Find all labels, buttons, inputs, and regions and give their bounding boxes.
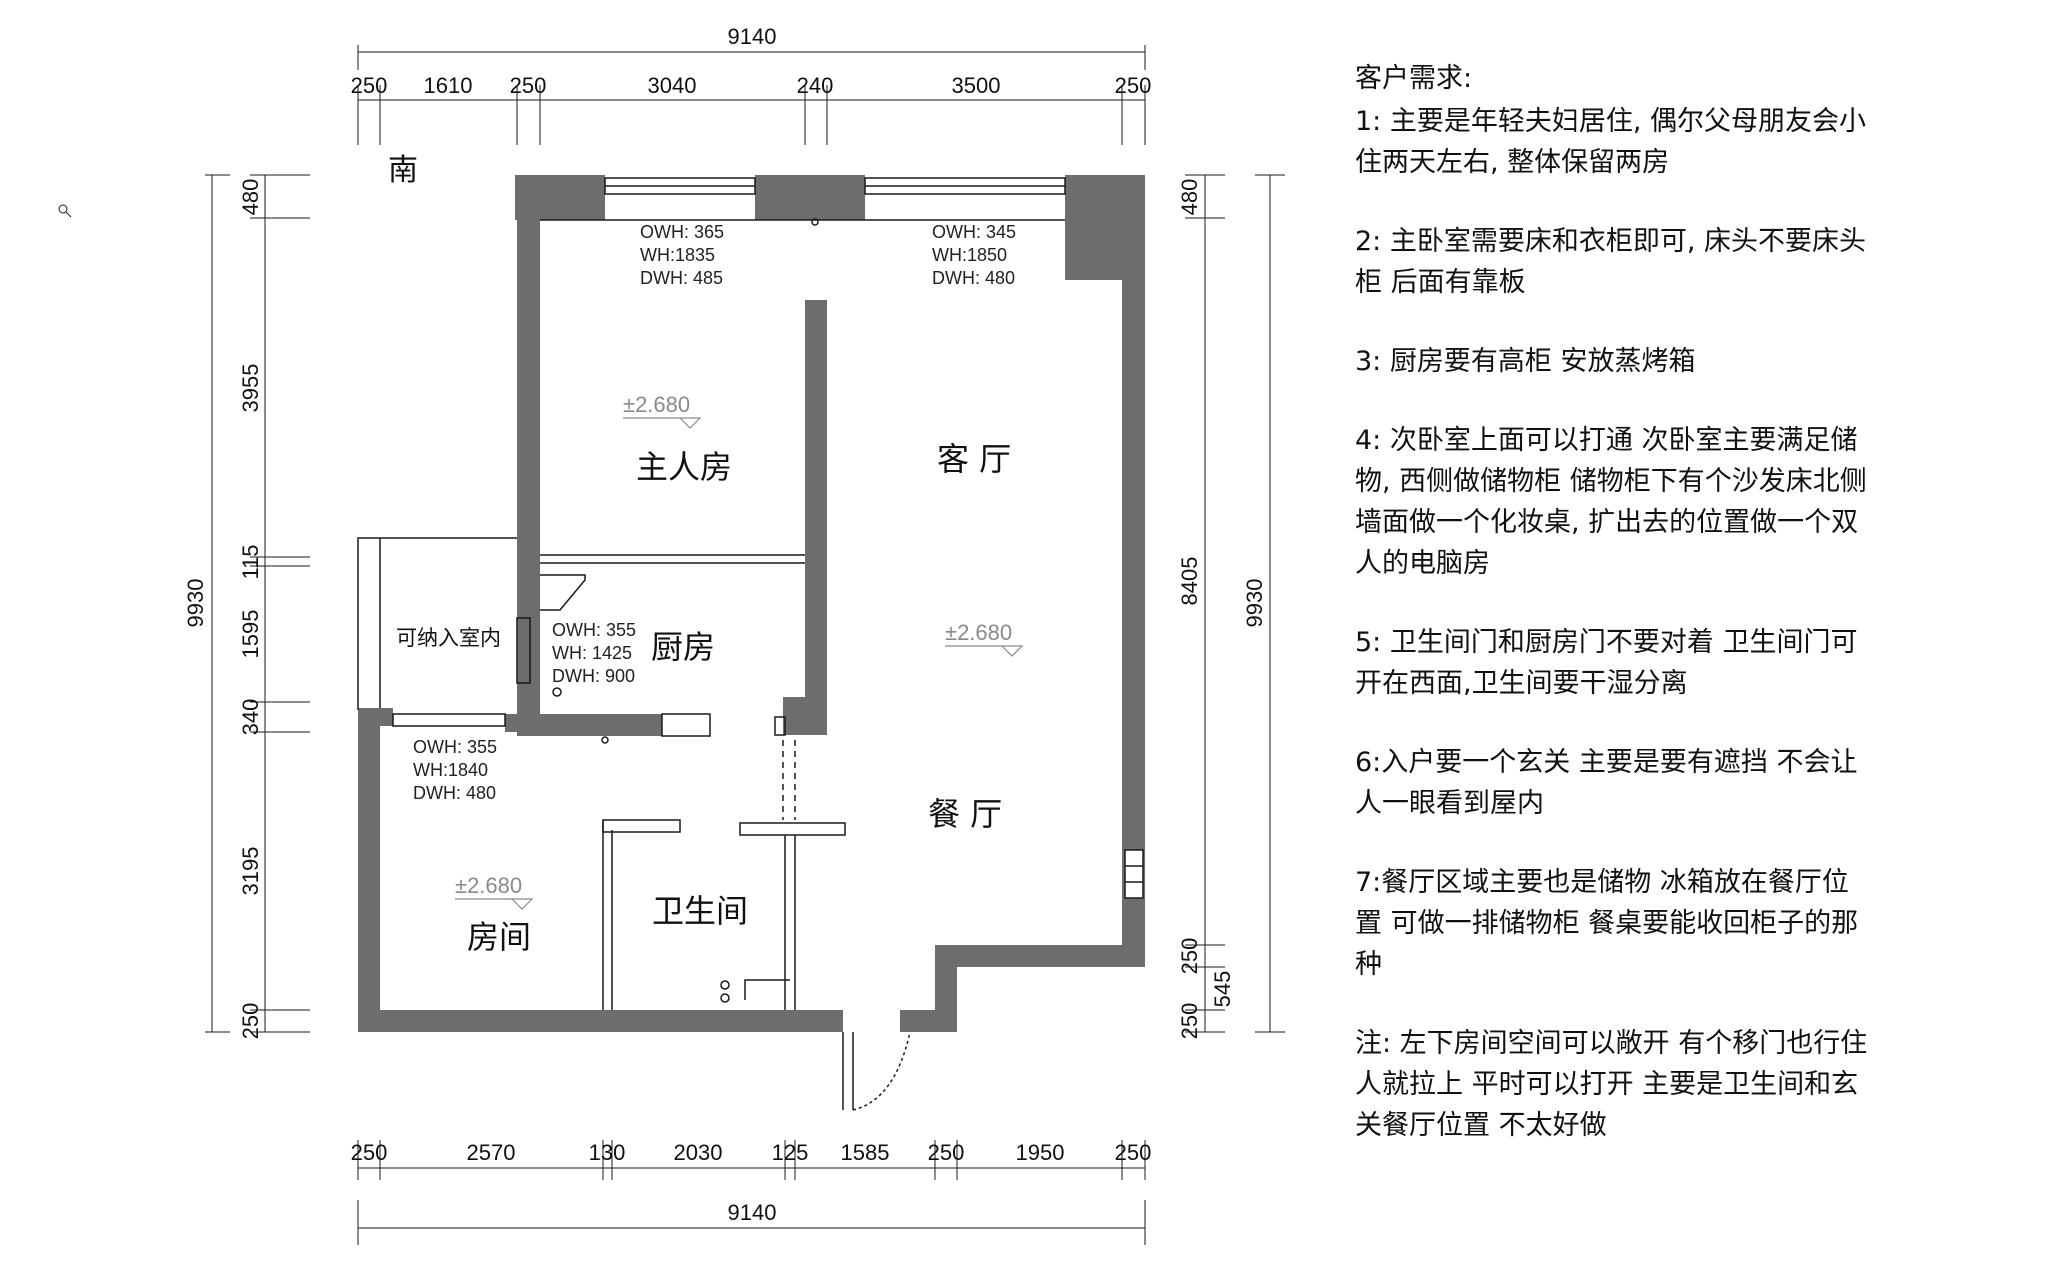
window-wh: WH: 1425: [552, 643, 632, 663]
dim-bottom: 2570: [467, 1140, 516, 1165]
window-owh: OWH: 345: [932, 222, 1016, 242]
dim-top: 1610: [424, 73, 473, 98]
window-owh: OWH: 355: [413, 737, 497, 757]
entry-door-swing: [852, 1031, 911, 1111]
wall-segment: [900, 1010, 957, 1032]
room-kitchen: 厨房: [651, 628, 715, 666]
dim-left: 250: [238, 1003, 263, 1040]
wall-stub: [661, 713, 711, 737]
dim-top: 250: [351, 73, 388, 98]
wall-segment: [805, 300, 827, 730]
dim-right-total: 9930: [1242, 579, 1267, 628]
dim-left: 115: [238, 544, 263, 579]
column-marker: [774, 716, 786, 736]
floor-plan: 9140 250 1610 250 3040 240 3500 250 250 …: [58, 24, 1285, 1245]
dim-bottom: 250: [928, 1140, 965, 1165]
dim-top: 3500: [952, 73, 1001, 98]
wall-segment: [755, 175, 865, 220]
wall-segment: [517, 555, 540, 715]
wall-segment: [1122, 175, 1145, 955]
dim-top: 250: [1115, 73, 1152, 98]
room-dining: 餐 厅: [928, 795, 1002, 833]
notes-item: 2: 主卧室需要床和衣柜即可, 床头不要床头柜 后面有靠板: [1355, 226, 1867, 298]
dim-top: 240: [797, 73, 834, 98]
wall-segment: [358, 708, 393, 726]
dim-left: 480: [238, 179, 263, 216]
dim-left: 3195: [238, 847, 263, 896]
drain-icon: [720, 993, 730, 1003]
room-labels: 主人房 客 厅 厨房 餐 厅 卫生间 房间 可纳入室内: [396, 440, 1011, 956]
wall-segment: [358, 1010, 843, 1032]
window-dwh: DWH: 900: [552, 666, 635, 686]
notes-item: 4: 次卧室上面可以打通 次卧室主要满足储物, 西侧做储物柜 储物柜下有个沙发床…: [1355, 425, 1867, 579]
dim-top-total: 9140: [728, 24, 777, 49]
room-master-bedroom: 主人房: [636, 448, 732, 486]
window-dwh: DWH: 480: [932, 268, 1015, 288]
dim-left-total: 9930: [183, 579, 208, 628]
dim-right: 480: [1177, 179, 1202, 216]
dimension-labels: 9140 250 1610 250 3040 240 3500 250 250 …: [183, 24, 1267, 1225]
dim-bottom: 2030: [674, 1140, 723, 1165]
elevation-label: ±2.680: [455, 873, 522, 898]
notes-item: 3: 厨房要有高柜 安放蒸烤箱: [1355, 346, 1696, 377]
notes-item: 5: 卫生间门和厨房门不要对着 卫生间门可开在西面,卫生间要干湿分离: [1355, 627, 1858, 699]
wall-segment: [935, 945, 1145, 967]
notes-item: 注: 左下房间空间可以敞开 有个移门也行住人就拉上 平时可以打开 主要是卫生间和…: [1355, 1028, 1868, 1141]
window-wh: WH:1850: [932, 245, 1007, 265]
dim-right: 250: [1177, 1003, 1202, 1040]
client-requirements: 客户需求: 1: 主要是年轻夫妇居住, 偶尔父母朋友会小住两天左右, 整体保留两…: [1355, 58, 1875, 1184]
wall-segment: [505, 714, 540, 732]
window-dwh: DWH: 485: [640, 268, 723, 288]
window-specs: OWH: 365 WH:1835 DWH: 485 OWH: 345 WH:18…: [413, 222, 1016, 803]
window-owh: OWH: 355: [552, 620, 636, 640]
window-wh: WH:1840: [413, 760, 488, 780]
bath-wall-top: [739, 822, 846, 836]
compass-south-label: 南: [388, 153, 418, 188]
dim-top: 3040: [648, 73, 697, 98]
notes-heading: 客户需求:: [1355, 63, 1473, 94]
window-frame: [516, 617, 531, 684]
dim-right: 545: [1210, 971, 1235, 1008]
window-owh: OWH: 365: [640, 222, 724, 242]
dim-left: 1595: [238, 610, 263, 659]
elevation-label: ±2.680: [623, 392, 690, 417]
room-balcony: 可纳入室内: [396, 626, 501, 650]
dim-bottom: 125: [772, 1140, 809, 1165]
walls: [358, 175, 1145, 1032]
window-wh: WH:1835: [640, 245, 715, 265]
dim-bottom-total: 9140: [728, 1200, 777, 1225]
bath-door: [744, 979, 790, 1000]
window-dwh: DWH: 480: [413, 783, 496, 803]
sink-icon: [552, 687, 562, 697]
wall-segment: [517, 714, 662, 736]
notes-item: 1: 主要是年轻夫妇居住, 偶尔父母朋友会小住两天左右, 整体保留两房: [1355, 106, 1867, 178]
wall-segment: [517, 175, 540, 590]
room-living: 客 厅: [937, 440, 1011, 478]
dim-bottom: 130: [589, 1140, 626, 1165]
notes-item: 6:入户要一个玄关 主要是要有遮挡 不会让人一眼看到屋内: [1355, 747, 1858, 819]
dim-top: 250: [510, 73, 547, 98]
bath-wall-top: [602, 819, 681, 833]
notes-item: 7:餐厅区域主要也是储物 冰箱放在餐厅位置 可做一排储物柜 餐桌要能收回柜子的那…: [1355, 867, 1859, 980]
elevation-marks: ±2.680 ±2.680 ±2.680: [455, 392, 1024, 910]
vent-marker: [1124, 849, 1144, 899]
kitchen-door: [540, 574, 586, 611]
linework: [357, 177, 1144, 1111]
wall-segment: [783, 697, 827, 735]
elevation-label: ±2.680: [945, 620, 1012, 645]
room-bathroom: 卫生间: [652, 892, 748, 930]
dimension-lines: [58, 45, 1285, 1245]
window-frame: [392, 713, 506, 727]
dim-bottom: 250: [1115, 1140, 1152, 1165]
wall-segment: [358, 710, 380, 1030]
room-bedroom: 房间: [467, 918, 531, 956]
drain-icon: [720, 980, 730, 990]
dim-right-mid: 8405: [1177, 557, 1202, 606]
dim-left: 3955: [238, 364, 263, 413]
dim-left: 340: [238, 699, 263, 736]
dim-bottom: 250: [351, 1140, 388, 1165]
dim-bottom: 1585: [841, 1140, 890, 1165]
dim-right: 250: [1177, 938, 1202, 975]
dim-bottom: 1950: [1016, 1140, 1065, 1165]
